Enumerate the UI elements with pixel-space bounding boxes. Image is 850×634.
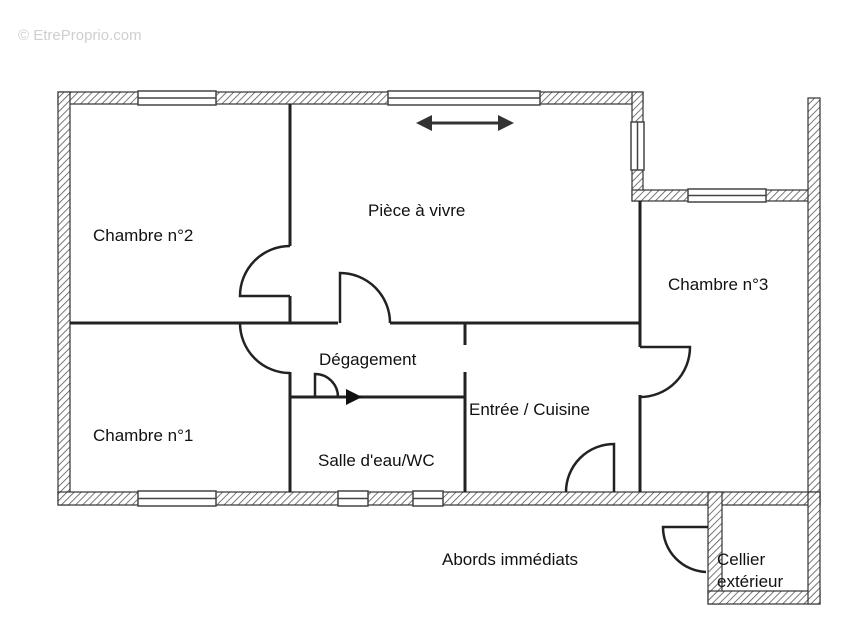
label-chambre-2: Chambre n°2	[93, 226, 193, 245]
door-cellier	[661, 525, 708, 574]
wall-left	[57, 91, 71, 506]
label-cellier-line2: extérieur	[717, 572, 783, 591]
label-abords: Abords immédiats	[442, 550, 578, 569]
sliding-arrow-icon	[416, 115, 514, 131]
door-chambre2	[238, 244, 291, 298]
label-degagement: Dégagement	[319, 350, 417, 369]
windows	[137, 90, 767, 507]
door-sde	[313, 372, 340, 398]
label-entree-cuisine: Entrée / Cuisine	[469, 400, 590, 419]
label-cellier-line1: Cellier	[717, 550, 766, 569]
wall-cellier-bottom	[707, 590, 821, 605]
door-sejour	[338, 271, 392, 324]
door-chambre3	[639, 345, 692, 399]
sliding-door-arrow-icon	[346, 389, 362, 405]
wall-right-far	[807, 97, 821, 506]
wall-cellier-right	[807, 491, 821, 605]
door-entree	[564, 442, 616, 493]
watermark: © EtreProprio.com	[18, 27, 142, 44]
label-piece-a-vivre: Pièce à vivre	[368, 201, 465, 220]
door-chambre1	[238, 322, 291, 375]
interior-walls	[70, 104, 642, 492]
label-salle-eau: Salle d'eau/WC	[318, 451, 435, 470]
label-chambre-1: Chambre n°1	[93, 426, 193, 445]
doors	[238, 244, 708, 574]
label-chambre-3: Chambre n°3	[668, 275, 768, 294]
